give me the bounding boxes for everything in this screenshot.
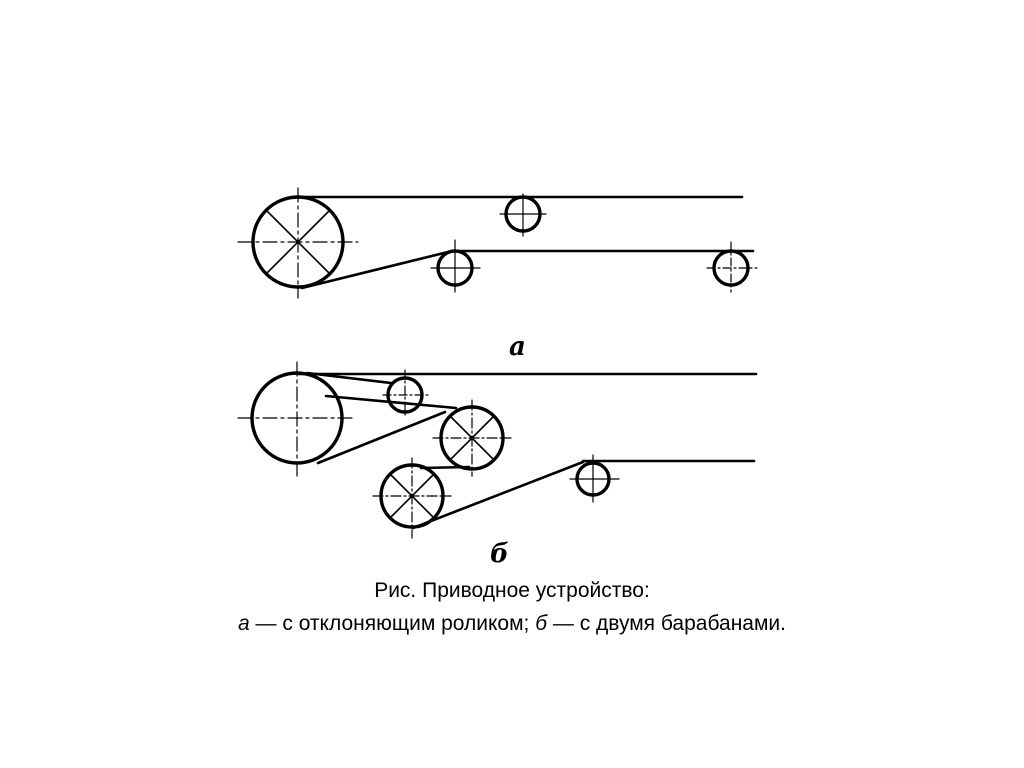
caption-letter-b: б (535, 612, 548, 635)
drum-lower-b (372, 457, 452, 539)
idler-roller-right-a (706, 241, 758, 293)
caption-letter-a: а (238, 612, 250, 635)
belt-between-drums-b (316, 410, 447, 465)
label-b: б (490, 539, 509, 569)
belt-slant-a (300, 249, 454, 290)
belt-to-roller-b (305, 371, 393, 385)
drive-drum-a (237, 187, 359, 299)
idler-roller-upper-a (499, 193, 547, 237)
deflecting-roller-a (430, 239, 481, 293)
variant-b-drawing: б (237, 361, 758, 569)
idler-roller-right-b (569, 454, 620, 503)
variant-a-drawing: а (237, 187, 758, 362)
deflecting-roller-b (382, 369, 429, 419)
label-a: а (509, 332, 526, 362)
drive-drum-b (237, 361, 357, 477)
belt-slant-b (411, 460, 585, 530)
caption-text-a: — с отклоняющим роликом; (249, 612, 536, 635)
caption-text-b: — с двумя барабанами. (547, 612, 786, 635)
second-drum-upper-b (432, 399, 512, 477)
caption-line-1: Рис. Приводное устройство: (374, 579, 650, 602)
caption-line-2: а — с отклоняющим роликом; б — с двумя б… (0, 609, 1024, 639)
